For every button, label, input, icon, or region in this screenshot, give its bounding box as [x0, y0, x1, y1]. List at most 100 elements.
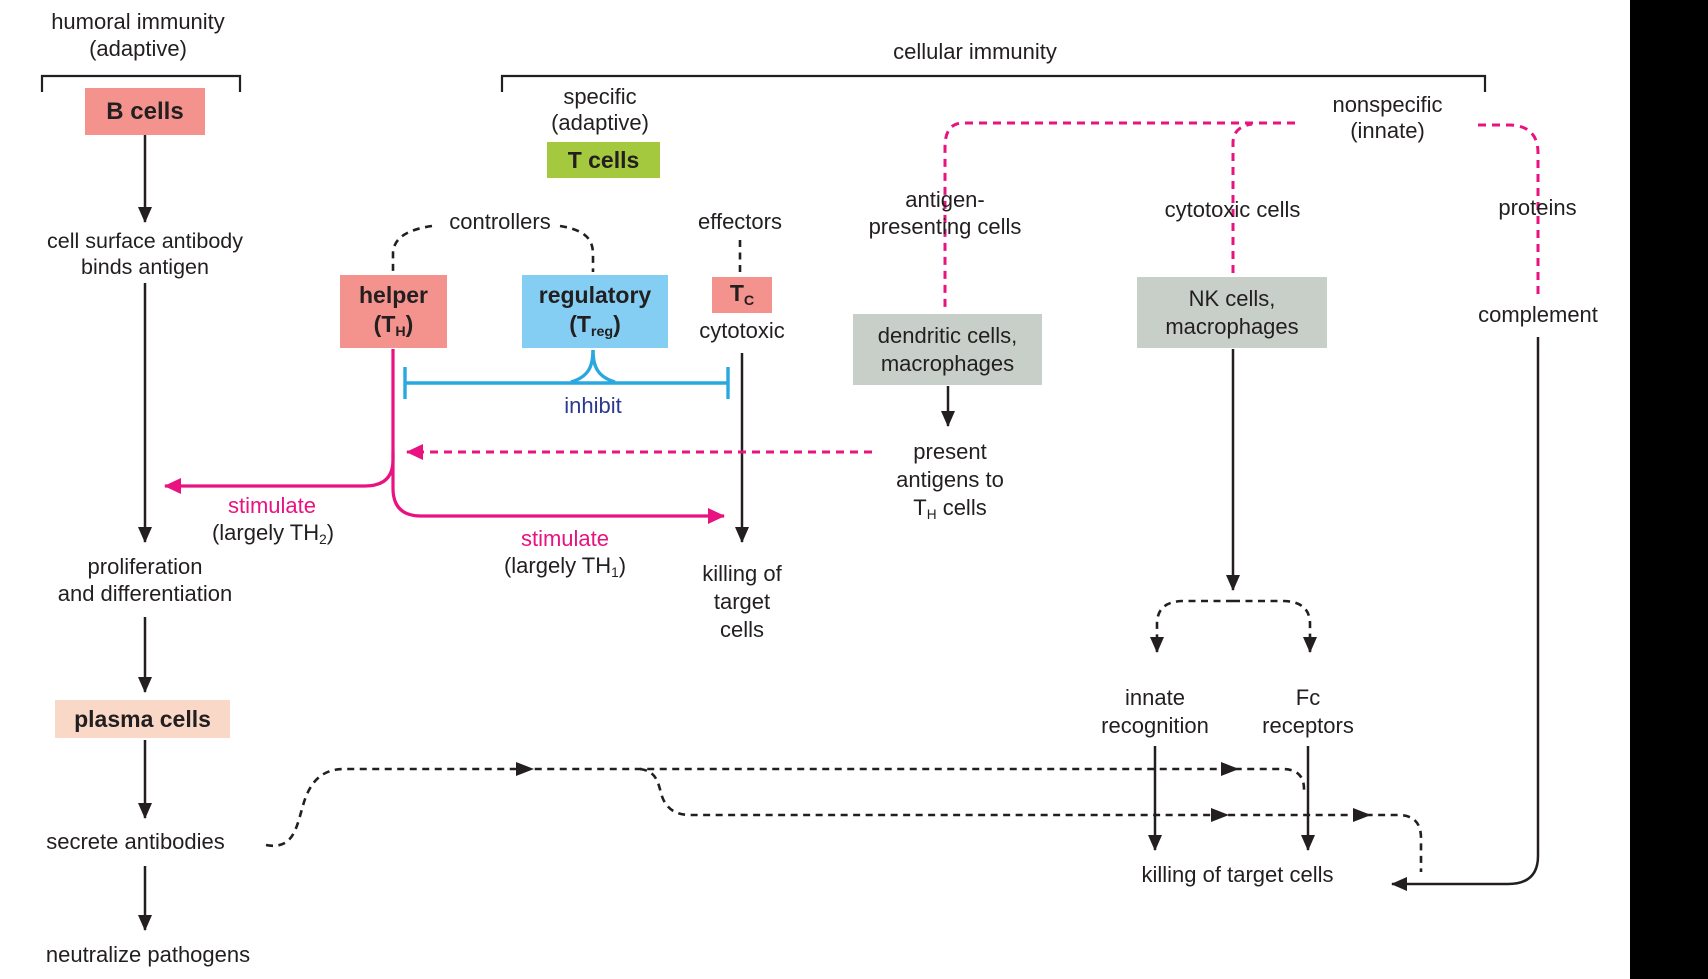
label-line: antigen- — [905, 187, 985, 212]
plasma-cells-box: plasma cells — [55, 700, 230, 738]
box-label: macrophages — [1165, 313, 1299, 339]
largely-th2-label: (largely TH2) — [178, 519, 368, 553]
cellular-immunity-title: cellular immunity — [825, 38, 1125, 65]
text-part: T — [729, 280, 744, 307]
subscript: H — [926, 506, 937, 522]
title-line: cellular immunity — [893, 39, 1057, 64]
label-line: cytotoxic cells — [1164, 197, 1301, 222]
text-part: ) — [405, 310, 414, 337]
subscript: H — [395, 323, 406, 340]
tc-box: TC — [712, 277, 772, 313]
label-line: and differentiation — [57, 581, 233, 606]
box-label: B cells — [106, 97, 184, 125]
box-label: dendritic cells, — [877, 323, 1018, 348]
complement-label: complement — [1458, 301, 1618, 328]
proteins-label: proteins — [1465, 194, 1610, 221]
text-part: cells — [936, 495, 987, 520]
dashed-arrowhead-3 — [1211, 808, 1229, 822]
dendritic-cells-box: dendritic cells, macrophages — [853, 314, 1042, 385]
stimulate-left-arrow — [164, 349, 395, 494]
specific-adaptive-label: specific (adaptive) — [530, 84, 670, 136]
inhibit-brace-left — [570, 349, 595, 384]
text-part: ) — [618, 553, 627, 578]
dashed-arrowhead-4 — [1353, 808, 1371, 822]
label-line: complement — [1478, 302, 1598, 327]
neutralize-pathogens-label: neutralize pathogens — [8, 941, 288, 968]
subscript: 2 — [319, 531, 327, 547]
proliferation-label: proliferation and differentiation — [5, 553, 285, 607]
cellular-bracket — [500, 74, 1487, 92]
b-cells-box: B cells — [85, 88, 205, 135]
label-line: stimulate — [520, 526, 610, 551]
box-label: macrophages — [880, 350, 1015, 376]
bind-antigen-label: cell surface antibody binds antigen — [10, 228, 280, 280]
label-line: cells — [719, 617, 764, 642]
subscript: C — [743, 293, 755, 310]
label-line: controllers — [449, 209, 551, 234]
label-line: target — [713, 589, 771, 614]
killing-of-target-cells-label: killing of target cells — [1105, 861, 1370, 888]
helper-th-box: helper (TH) — [340, 275, 447, 348]
label-line: recognition — [1101, 713, 1209, 738]
label-line: (largely TH1) — [470, 552, 660, 586]
label-line: killing of target cells — [1141, 862, 1334, 887]
text-part: (largely TH — [211, 520, 320, 545]
label-line: secrete antibodies — [46, 829, 225, 854]
controllers-label: controllers — [420, 208, 580, 235]
nonspecific-to-nk-path — [1231, 122, 1253, 273]
nk-cells-box: NK cells, macrophages — [1137, 277, 1327, 348]
title-line: (adaptive) — [89, 36, 187, 61]
box-label: NK cells, — [1188, 286, 1276, 311]
label-line: specific — [563, 84, 637, 109]
fc-receptors-label: Fc receptors — [1238, 684, 1378, 740]
box-label: T cells — [567, 146, 640, 173]
label-line: receptors — [1262, 713, 1354, 738]
box-label: plasma cells — [74, 705, 211, 732]
dashed-controllers-to-regulatory — [559, 224, 595, 272]
title-line: humoral immunity — [51, 9, 225, 34]
dashed-arrowhead-2 — [1221, 762, 1239, 776]
arrow-complement-to-killing — [1391, 337, 1540, 891]
text-part: (largely TH — [503, 553, 612, 578]
nonspecific-innate-label: nonspecific (innate) — [1300, 92, 1475, 144]
label-line: innate — [1125, 685, 1185, 710]
box-label: regulatory — [538, 282, 652, 309]
inhibit-label: inhibit — [523, 392, 663, 419]
label-line: cytotoxic — [699, 318, 785, 343]
dashed-arrowhead-1 — [516, 762, 534, 776]
stimulate-right-arrow — [391, 452, 725, 524]
text-part: T — [913, 495, 927, 520]
text-part: ) — [613, 310, 621, 337]
label-line: inhibit — [564, 393, 622, 418]
effectors-label: effectors — [672, 208, 808, 235]
dashed-antibody-to-fc — [265, 767, 1306, 848]
innate-recognition-label: innate recognition — [1070, 684, 1240, 740]
stimulate-left-label: stimulate — [192, 492, 352, 519]
t-cells-box: T cells — [547, 142, 660, 178]
label-line: (largely TH2) — [178, 519, 368, 553]
label-line: proliferation — [87, 554, 203, 579]
cytotoxic-cells-label: cytotoxic cells — [1120, 196, 1345, 223]
label-line: nonspecific — [1332, 92, 1443, 117]
label-line: proteins — [1498, 195, 1577, 220]
label-line: neutralize pathogens — [45, 942, 251, 967]
largely-th1-label: (largely TH1) — [470, 552, 660, 586]
inhibit-brace-right — [591, 349, 616, 384]
present-antigens-label: present antigens to TH cells — [855, 438, 1045, 529]
label-line: TH cells — [855, 494, 1045, 529]
label-line: presenting cells — [868, 214, 1022, 239]
box-label: TC — [730, 279, 754, 311]
killing-target-cells-label: killing of target cells — [672, 560, 812, 644]
label-line: stimulate — [227, 493, 317, 518]
box-label: helper — [358, 282, 429, 309]
dashed-fork-to-innate-recognition — [1150, 599, 1233, 653]
screen-edge-bar — [1630, 0, 1708, 979]
antigen-presenting-cells-label: antigen- presenting cells — [810, 186, 1080, 240]
subscript: 1 — [611, 564, 619, 580]
label-line: killing of — [702, 561, 782, 586]
humoral-immunity-title: humoral immunity (adaptive) — [18, 8, 258, 62]
label-line: (innate) — [1350, 118, 1425, 143]
box-label: (Treg) — [569, 310, 621, 342]
text-part: ) — [326, 520, 335, 545]
